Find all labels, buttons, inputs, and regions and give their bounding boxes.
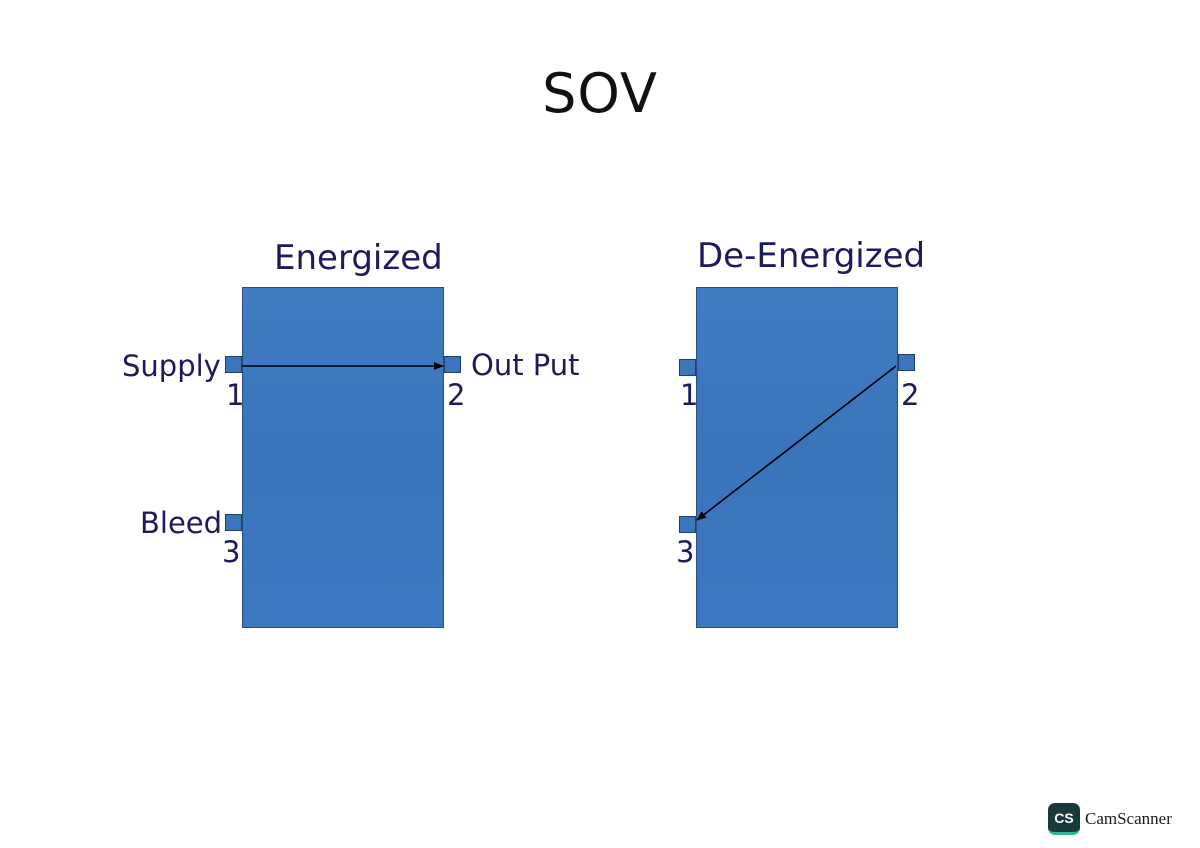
output-label: Out Put [471,348,580,382]
deenergized-port-2-number: 2 [901,378,920,412]
energized-port-1 [225,356,242,373]
svg-text:CS: CS [1054,810,1073,826]
energized-port-3-number: 3 [222,535,241,569]
camscanner-text: CamScanner [1085,809,1172,828]
energized-port-2 [444,356,461,373]
energized-port-2-number: 2 [447,378,466,412]
camscanner-watermark: CS CamScanner [1048,803,1172,835]
energized-heading: Energized [274,238,443,278]
bleed-label: Bleed [140,506,223,540]
deenergized-port-1 [679,359,696,376]
deenergized-port-1-number: 1 [680,378,699,412]
deenergized-valve-body [696,287,898,628]
deenergized-port-3 [679,516,696,533]
energized-port-3 [225,514,242,531]
deenergized-heading: De-Energized [697,236,926,276]
supply-label: Supply [122,349,221,383]
energized-valve-body [242,287,444,628]
deenergized-port-3-number: 3 [676,535,695,569]
deenergized-port-2 [898,354,915,371]
camscanner-logo: CS [1048,803,1080,835]
energized-port-1-number: 1 [226,378,245,412]
page-title: SOV [542,62,658,125]
